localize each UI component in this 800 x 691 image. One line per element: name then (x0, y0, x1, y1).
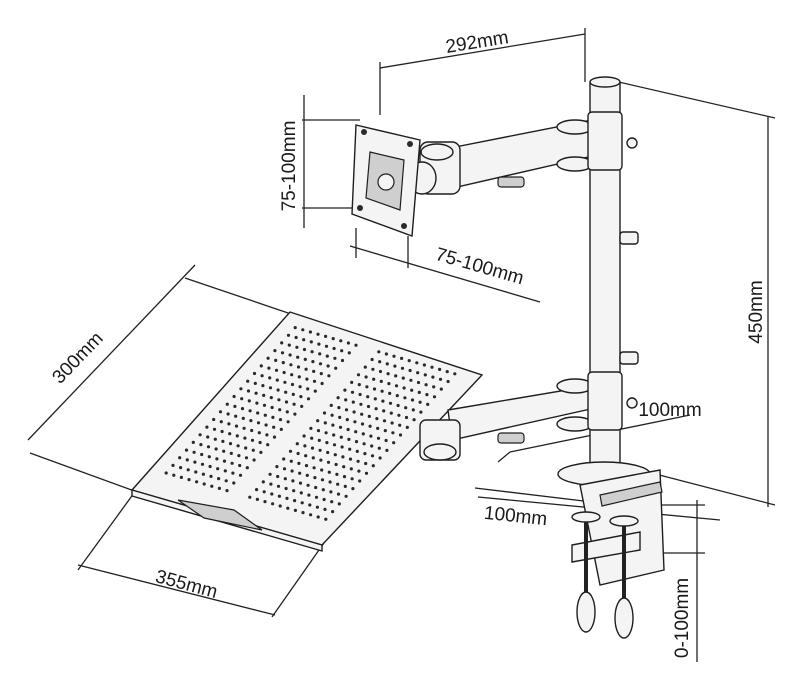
lower-arm (419, 378, 596, 461)
vesa-horizontal-label: 75-100mm (433, 244, 526, 289)
tray-ventilation-holes (164, 326, 457, 521)
pole-height-label: 450mm (746, 280, 767, 343)
tray-depth-label: 300mm (48, 328, 107, 388)
vesa-plate (351, 124, 421, 237)
desk-clamp (557, 461, 665, 639)
upper-arm (407, 119, 598, 195)
laptop-tray (130, 311, 484, 552)
pole (587, 76, 639, 478)
clamp-plate-a-label: 100mm (638, 400, 701, 421)
clamp-plate-b-label: 100mm (483, 503, 548, 531)
tray-width-label: 355mm (153, 566, 220, 603)
vesa-vertical-label: 75-100mm (279, 121, 300, 212)
desk-thickness-label: 0-100mm (672, 578, 693, 658)
dimension-lines (27, 28, 776, 662)
arm-reach-label: 292mm (444, 27, 510, 58)
